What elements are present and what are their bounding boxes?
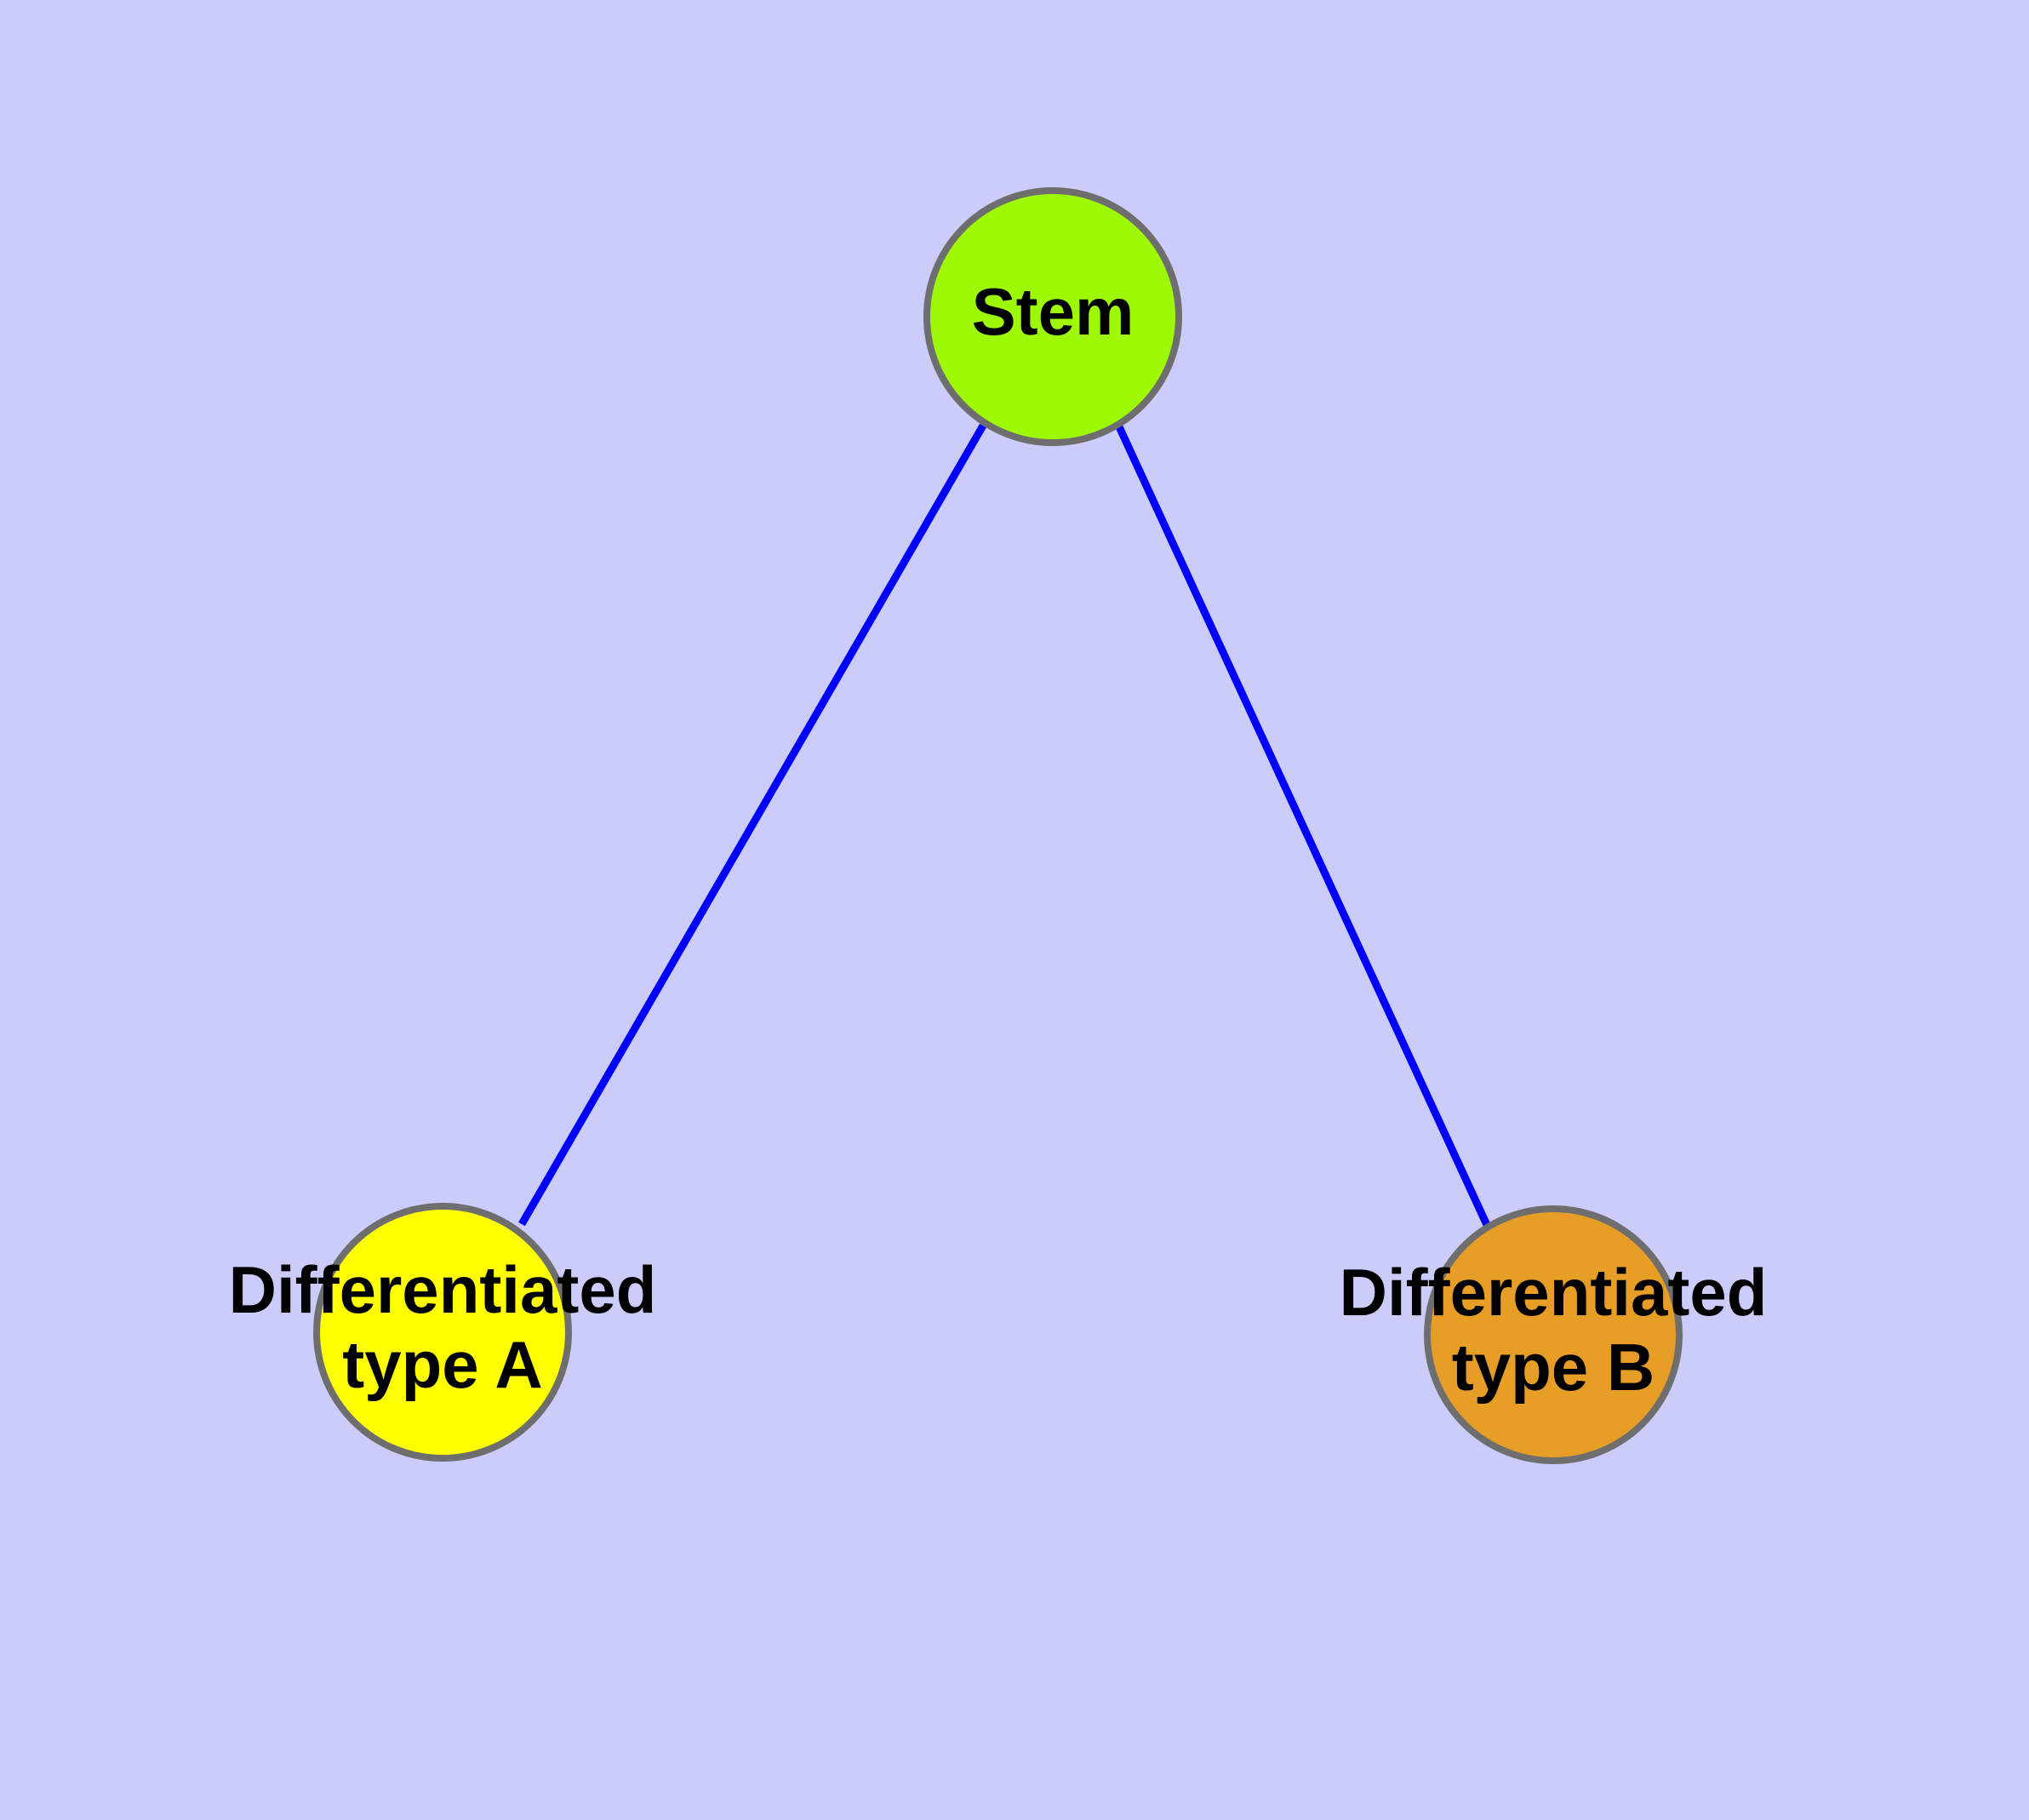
node-label-line: Differentiated (229, 1252, 657, 1327)
node-circle-stem[interactable] (923, 187, 1182, 446)
node-label-line: Differentiated (1340, 1255, 1768, 1330)
edges-group (518, 421, 1491, 1227)
node-label-stem: Stem (972, 274, 1135, 349)
node-label-line: type B (1452, 1330, 1655, 1405)
graph-node-stem[interactable]: Stem (923, 187, 1182, 446)
node-circle-diff_a[interactable] (313, 1203, 572, 1462)
node-label-line: type A (342, 1327, 543, 1402)
node-label-line: Stem (972, 274, 1135, 349)
node-circle-diff_b[interactable] (1424, 1205, 1683, 1464)
graph-edge-stem-to-diff-b[interactable] (1113, 421, 1491, 1227)
graph-edge-stem-to-diff-a[interactable] (518, 423, 986, 1227)
